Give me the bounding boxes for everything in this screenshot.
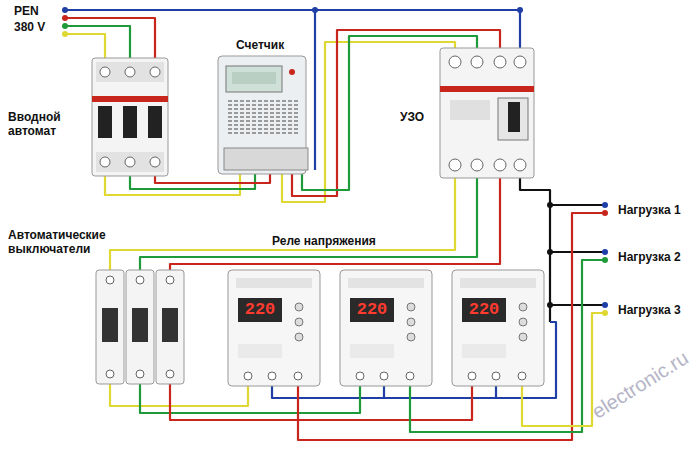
display-reading: 220 <box>238 298 282 322</box>
energy-meter <box>218 56 308 174</box>
load-label: Нагрузка 1 <box>618 203 681 217</box>
voltage-label: 380 V <box>14 20 45 34</box>
terminal-label: PEN <box>14 4 39 18</box>
device-label: Вводной автомат <box>8 110 86 139</box>
branch-breakers <box>96 270 184 384</box>
voltage-relays <box>228 270 544 386</box>
load-label: Нагрузка 3 <box>618 303 681 317</box>
device-label: Реле напряжения <box>272 234 376 248</box>
watermark-text: electronic.ru <box>588 346 693 423</box>
input-breaker <box>92 58 168 176</box>
load-label: Нагрузка 2 <box>618 250 681 264</box>
device-label: Автоматические выключатели <box>8 228 128 257</box>
display-reading: 220 <box>462 298 506 322</box>
display-reading: 220 <box>350 298 394 322</box>
device-label: УЗО <box>400 110 424 124</box>
device-label: Счетчик <box>236 38 284 52</box>
rcd-device <box>440 48 534 178</box>
